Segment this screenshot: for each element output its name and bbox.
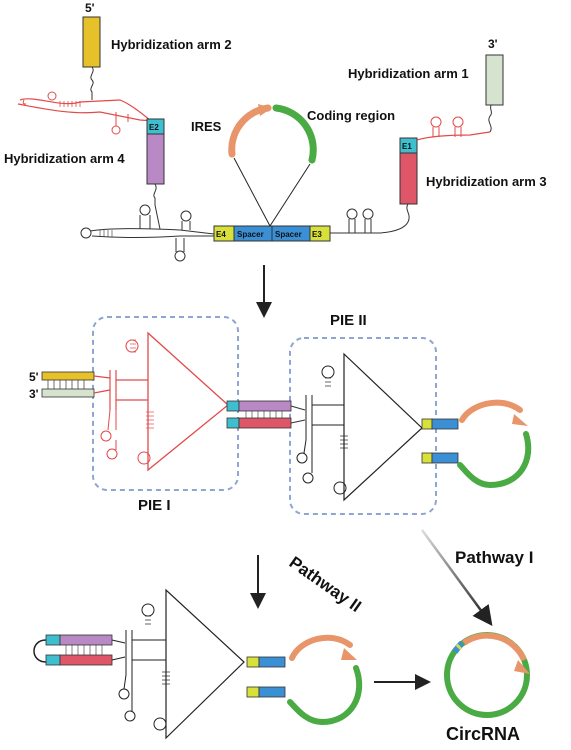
mid-arm4 (238, 400, 292, 412)
arm2-box (82, 16, 101, 68)
mid-e4 (421, 452, 433, 464)
bot-e3 (246, 656, 260, 668)
mid-arm3 (238, 417, 292, 429)
mid-spacer-top (431, 418, 459, 430)
mid-spacer-bottom (431, 452, 459, 464)
mid-coding-arc (457, 431, 532, 489)
bot-spacer-top (258, 656, 286, 668)
pathway1-label: Pathway I (455, 548, 533, 567)
circrna-label: CircRNA (446, 724, 520, 744)
spacer1-label: Spacer (237, 230, 264, 239)
arm1-end-label: 3' (488, 37, 498, 51)
mid-e1 (226, 417, 240, 429)
mid-arm2 (41, 371, 95, 381)
red-stem-loop-top-left (19, 98, 151, 121)
middle-3prime-label: 3' (29, 387, 39, 401)
bot-spacer-bottom (258, 686, 286, 698)
e2-label: E2 (149, 123, 159, 132)
pie1-box (92, 316, 239, 491)
bot-arm3 (59, 654, 113, 666)
ires-arc (228, 104, 272, 158)
arm4-label: Hybridization arm 4 (4, 151, 125, 166)
middle-5prime-label: 5' (29, 370, 39, 384)
bot-e2 (45, 634, 61, 646)
arm4-box (146, 133, 165, 185)
bot-ires-arc (289, 634, 353, 661)
pathway2-label: Pathway II (286, 553, 365, 616)
e1-label: E1 (402, 142, 412, 151)
spacer2-label: Spacer (275, 230, 302, 239)
bot-arm4 (59, 634, 113, 646)
arrow-middle-to-pathway1 (420, 529, 493, 627)
pie1-label: PIE I (138, 497, 171, 514)
e4-label: E4 (216, 230, 226, 239)
mid-arm1 (41, 388, 95, 398)
e3-label: E3 (312, 230, 322, 239)
circrna-ires (462, 632, 527, 662)
ires-label: IRES (191, 119, 222, 134)
arm2-end-label: 5' (85, 1, 95, 15)
bot-e1 (45, 654, 61, 666)
arm3-box (399, 152, 418, 205)
mid-e2 (226, 400, 240, 412)
arm3-label: Hybridization arm 3 (426, 174, 547, 189)
middle-construct: PIE I PIE II 5' 3' (29, 312, 532, 515)
arm1-label: Hybridization arm 1 (348, 66, 469, 81)
coding-label: Coding region (307, 108, 395, 123)
mid-e3 (421, 418, 433, 430)
pie2-label: PIE II (330, 312, 367, 329)
bot-e4 (246, 686, 260, 698)
arm1-box (485, 54, 504, 106)
top-construct: 5' Hybridization arm 2 E2 Hybridization … (4, 1, 547, 262)
mid-ires-arc (459, 399, 523, 423)
arm2-label: Hybridization arm 2 (111, 37, 232, 52)
bot-coding-arc (287, 665, 363, 726)
bottom-construct: CircRNA (33, 588, 530, 744)
coding-arc (272, 104, 317, 164)
